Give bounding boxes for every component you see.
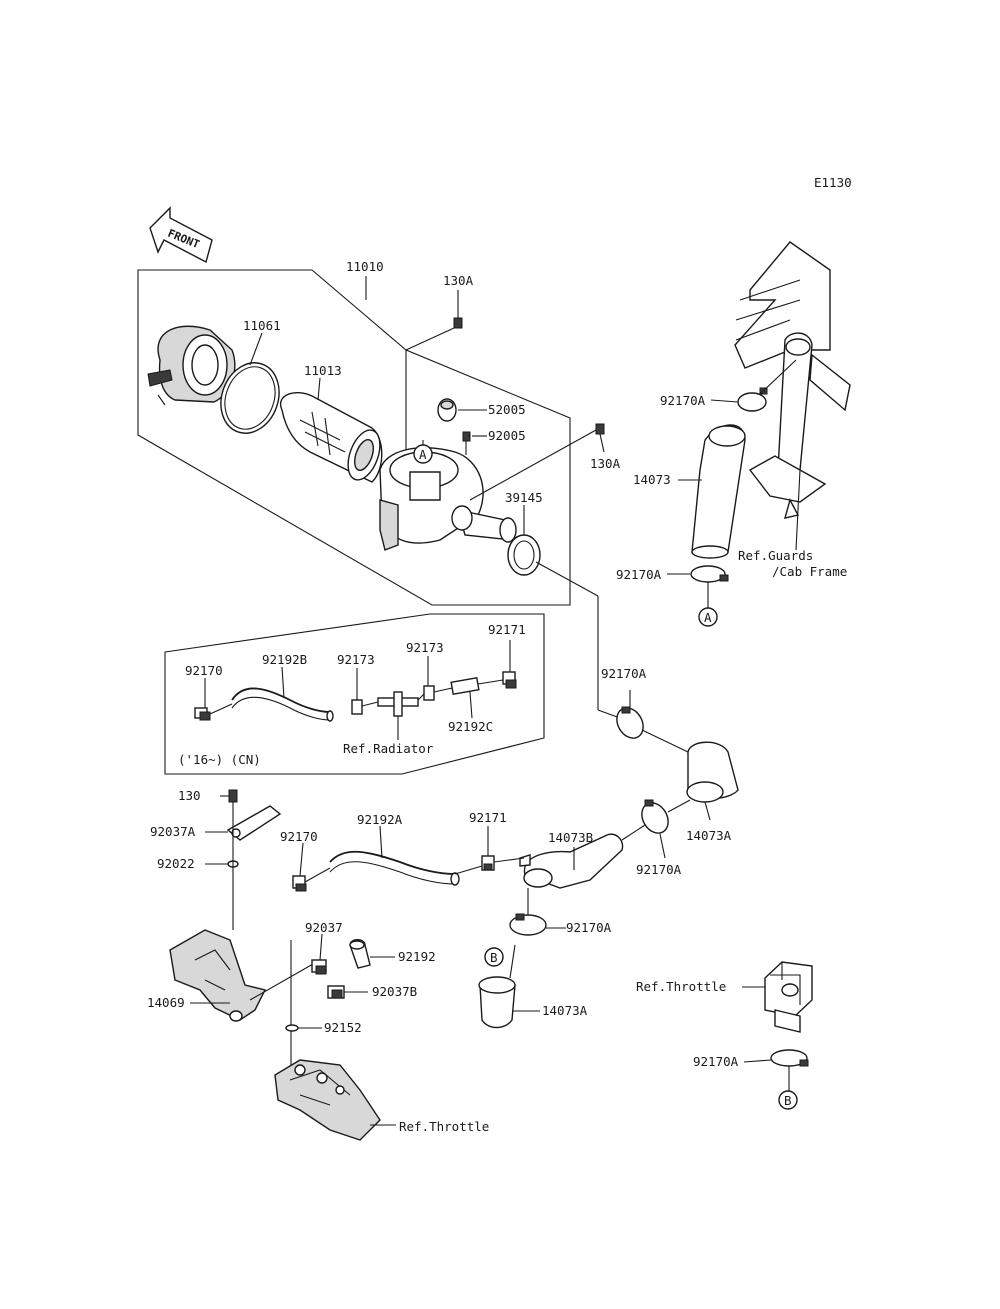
marker-a2: A <box>704 610 712 625</box>
throttle-body-bottom <box>274 1059 381 1141</box>
ref-guards-line1: Ref.Guards <box>738 548 813 563</box>
inset-hose-92192B <box>231 687 334 722</box>
clamp-92170A-2 <box>690 565 729 583</box>
ref-throttle-bottom: Ref.Throttle <box>399 1119 489 1134</box>
inset-fitting-92173-2 <box>423 685 435 701</box>
callout-92173-1: 92173 <box>337 652 375 667</box>
clamp-92170A-3 <box>616 706 644 739</box>
callout-92170A-1: 92170A <box>660 393 706 408</box>
bolt-130 <box>220 789 238 803</box>
inset-hose-92192C <box>450 677 480 695</box>
hose-14073 <box>691 424 746 559</box>
callout-14069: 14069 <box>147 995 185 1010</box>
callout-52005: 52005 <box>488 402 526 417</box>
air-cleaner-housing <box>379 440 517 551</box>
clamp-92037B <box>327 985 345 999</box>
inset-tee-radiator <box>377 691 419 717</box>
marker-a1-circle <box>413 444 433 464</box>
o-ring-11061 <box>220 362 280 434</box>
assembly-bracket-11010 <box>137 269 571 606</box>
clamp-92170A-5 <box>509 913 547 936</box>
callout-92037: 92037 <box>305 920 343 935</box>
callout-14073A-2: 14073A <box>542 1003 588 1018</box>
inset-clamp-92170 <box>194 707 211 721</box>
hose-92192A <box>329 850 460 886</box>
ref-guards-line2: /Cab Frame <box>772 564 847 579</box>
elbow-92192 <box>349 939 371 969</box>
callout-92171-1: 92171 <box>469 810 507 825</box>
hose-14073A-2 <box>478 976 516 1029</box>
callout-92037B: 92037B <box>372 984 417 999</box>
callout-14073B: 14073B <box>548 830 593 845</box>
throttle-body-right <box>764 961 813 1033</box>
ref-throttle-right: Ref.Throttle <box>636 979 726 994</box>
inset-fitting-92171 <box>502 671 517 689</box>
callout-92173-2: 92173 <box>406 640 444 655</box>
clamp-92170A-6 <box>770 1049 809 1067</box>
callout-130A-top: 130A <box>443 273 474 288</box>
cap-52005 <box>437 398 457 422</box>
bracket-92037A <box>226 805 282 841</box>
bracket-14069 <box>169 929 267 1022</box>
clamp-92170-1 <box>292 875 307 892</box>
marker-b1: B <box>490 950 498 965</box>
inset-box-cn <box>164 613 545 775</box>
callout-92170-2: 92170 <box>185 663 223 678</box>
callout-14073A-1: 14073A <box>686 828 732 843</box>
clamp-92037 <box>311 959 327 975</box>
callout-92170A-4: 92170A <box>636 862 682 877</box>
air-cleaner-cover <box>147 325 236 406</box>
filter-element-11013 <box>279 377 383 483</box>
marker-b2-circle <box>778 1090 798 1110</box>
ref-radiator: Ref.Radiator <box>343 741 434 756</box>
bolt-130A-right <box>595 423 605 435</box>
callout-14073: 14073 <box>633 472 671 487</box>
callout-11061: 11061 <box>243 318 281 333</box>
washer-92152 <box>285 1024 299 1032</box>
callout-92037A: 92037A <box>150 824 196 839</box>
callout-11013: 11013 <box>304 363 342 378</box>
front-arrow-icon: FRONT <box>149 206 213 264</box>
marker-b1-circle <box>484 947 504 967</box>
callout-92170A-5: 92170A <box>566 920 612 935</box>
callout-92152: 92152 <box>324 1020 362 1035</box>
callout-92005: 92005 <box>488 428 526 443</box>
cab-frame <box>734 241 851 519</box>
callout-92170A-6: 92170A <box>693 1054 739 1069</box>
callout-130: 130 <box>178 788 201 803</box>
marker-b2: B <box>784 1093 792 1108</box>
callout-92170A-3: 92170A <box>601 666 647 681</box>
marker-a1: A <box>419 447 427 462</box>
callout-92170A-2: 92170A <box>616 567 662 582</box>
callout-92192C: 92192C <box>448 719 493 734</box>
callout-92192A: 92192A <box>357 812 403 827</box>
marker-a2-circle <box>698 607 718 627</box>
inset-fitting-92173-1 <box>351 699 363 715</box>
inset-note: ('16~) (CN) <box>178 752 261 767</box>
callout-11010: 11010 <box>346 259 384 274</box>
bolt-130A-top <box>453 317 463 329</box>
callout-39145: 39145 <box>505 490 543 505</box>
callout-130A-right: 130A <box>590 456 621 471</box>
callout-92192: 92192 <box>398 949 436 964</box>
callout-92022: 92022 <box>157 856 195 871</box>
page-code: E1130 <box>814 175 852 190</box>
clamp-ring-39145 <box>507 534 541 576</box>
fitting-92171-1 <box>481 855 495 871</box>
hose-14073A-1 <box>686 741 739 803</box>
callout-92171-2: 92171 <box>488 622 526 637</box>
clamp-92170A-4 <box>641 799 669 834</box>
callout-92170-1: 92170 <box>280 829 318 844</box>
callout-92192B: 92192B <box>262 652 307 667</box>
